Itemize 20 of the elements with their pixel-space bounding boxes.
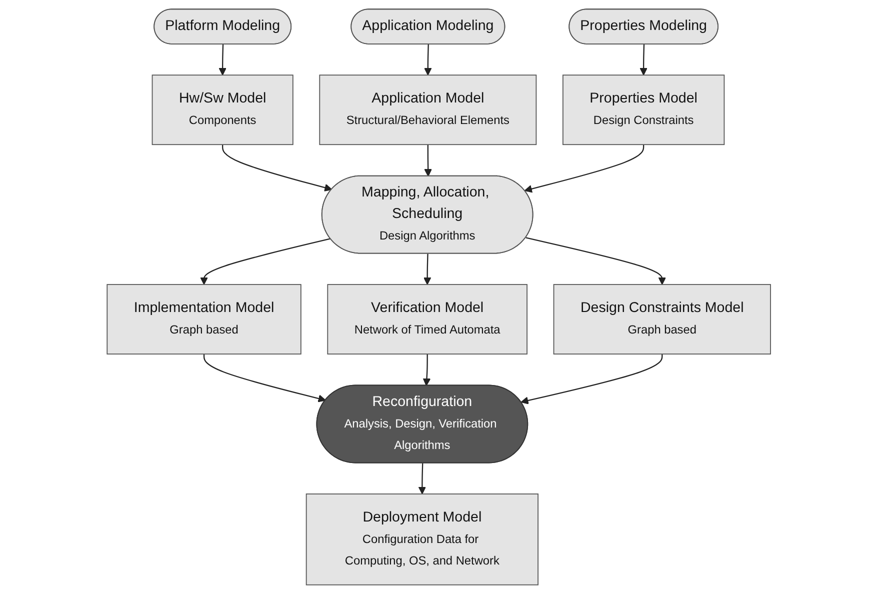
arrow <box>526 237 666 285</box>
arrow <box>218 44 227 76</box>
arrow <box>424 254 432 285</box>
arrow <box>520 354 663 404</box>
arrow <box>200 238 331 285</box>
node-box: Deployment Model Configuration Data for Computing, OS, and Network <box>306 494 539 586</box>
node-box: Properties Model Design Constraints <box>562 74 725 146</box>
node-box: Verification Model Network of Timed Automata <box>327 284 528 354</box>
arrow <box>222 144 332 192</box>
arrow <box>423 354 431 386</box>
arrow <box>640 44 648 76</box>
arrow <box>204 354 326 402</box>
node-box: Hw/Sw Model Components <box>152 74 294 146</box>
arrow <box>424 144 432 177</box>
node-box: Design Constraints Model Graph based <box>553 284 772 354</box>
node-box: Implementation Model Graph based <box>106 284 302 354</box>
node-box: Application Model Structural/Behavioral Elements <box>319 74 537 146</box>
arrow <box>424 44 432 76</box>
arrow <box>418 463 426 494</box>
arrow <box>524 144 644 193</box>
